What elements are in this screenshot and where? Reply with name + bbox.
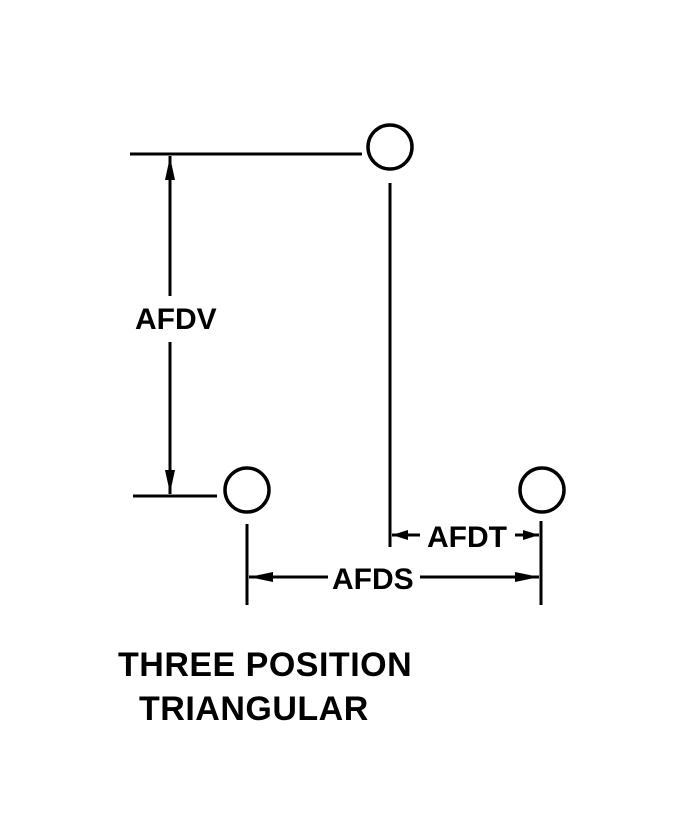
afds-arrow-right [515,572,539,582]
afdt-label: AFDT [427,521,507,554]
afdv-label: AFDV [135,303,217,336]
afdv-arrow-up [165,157,175,180]
afdt-arrow-left [392,530,408,540]
caption-line-2: TRIANGULAR [139,690,369,728]
afdt-arrow-right [523,530,539,540]
pin-top-center [366,123,414,171]
afdv-arrow-down [165,470,175,493]
pin-bottom-left [223,466,271,514]
pin-bottom-right [518,466,566,514]
afds-label: AFDS [332,563,414,596]
afds-arrow-left [249,572,273,582]
caption-line-1: THREE POSITION [118,646,413,684]
